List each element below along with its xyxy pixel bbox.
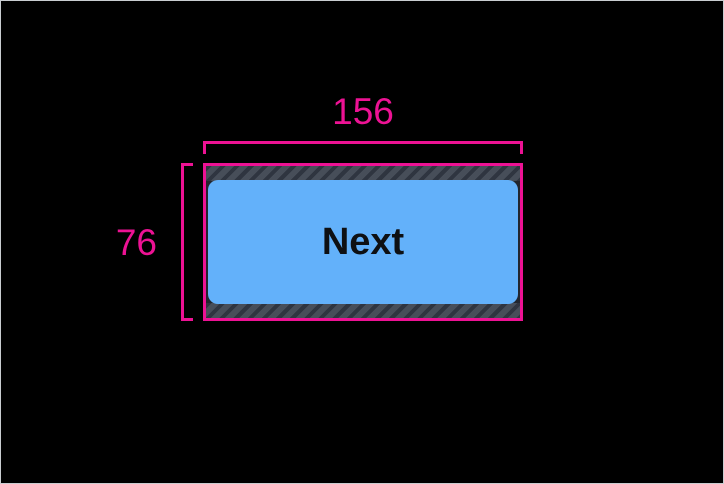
padding-hatch-bottom <box>206 303 520 318</box>
widget-selection-outline: Next <box>203 163 523 321</box>
height-measurement-label: 76 <box>115 222 157 263</box>
width-measurement-label: 156 <box>332 91 394 132</box>
height-measurement-bracket <box>181 163 193 321</box>
padding-hatch-top <box>206 166 520 181</box>
width-measurement-bracket <box>203 141 523 154</box>
next-button[interactable]: Next <box>208 180 518 304</box>
